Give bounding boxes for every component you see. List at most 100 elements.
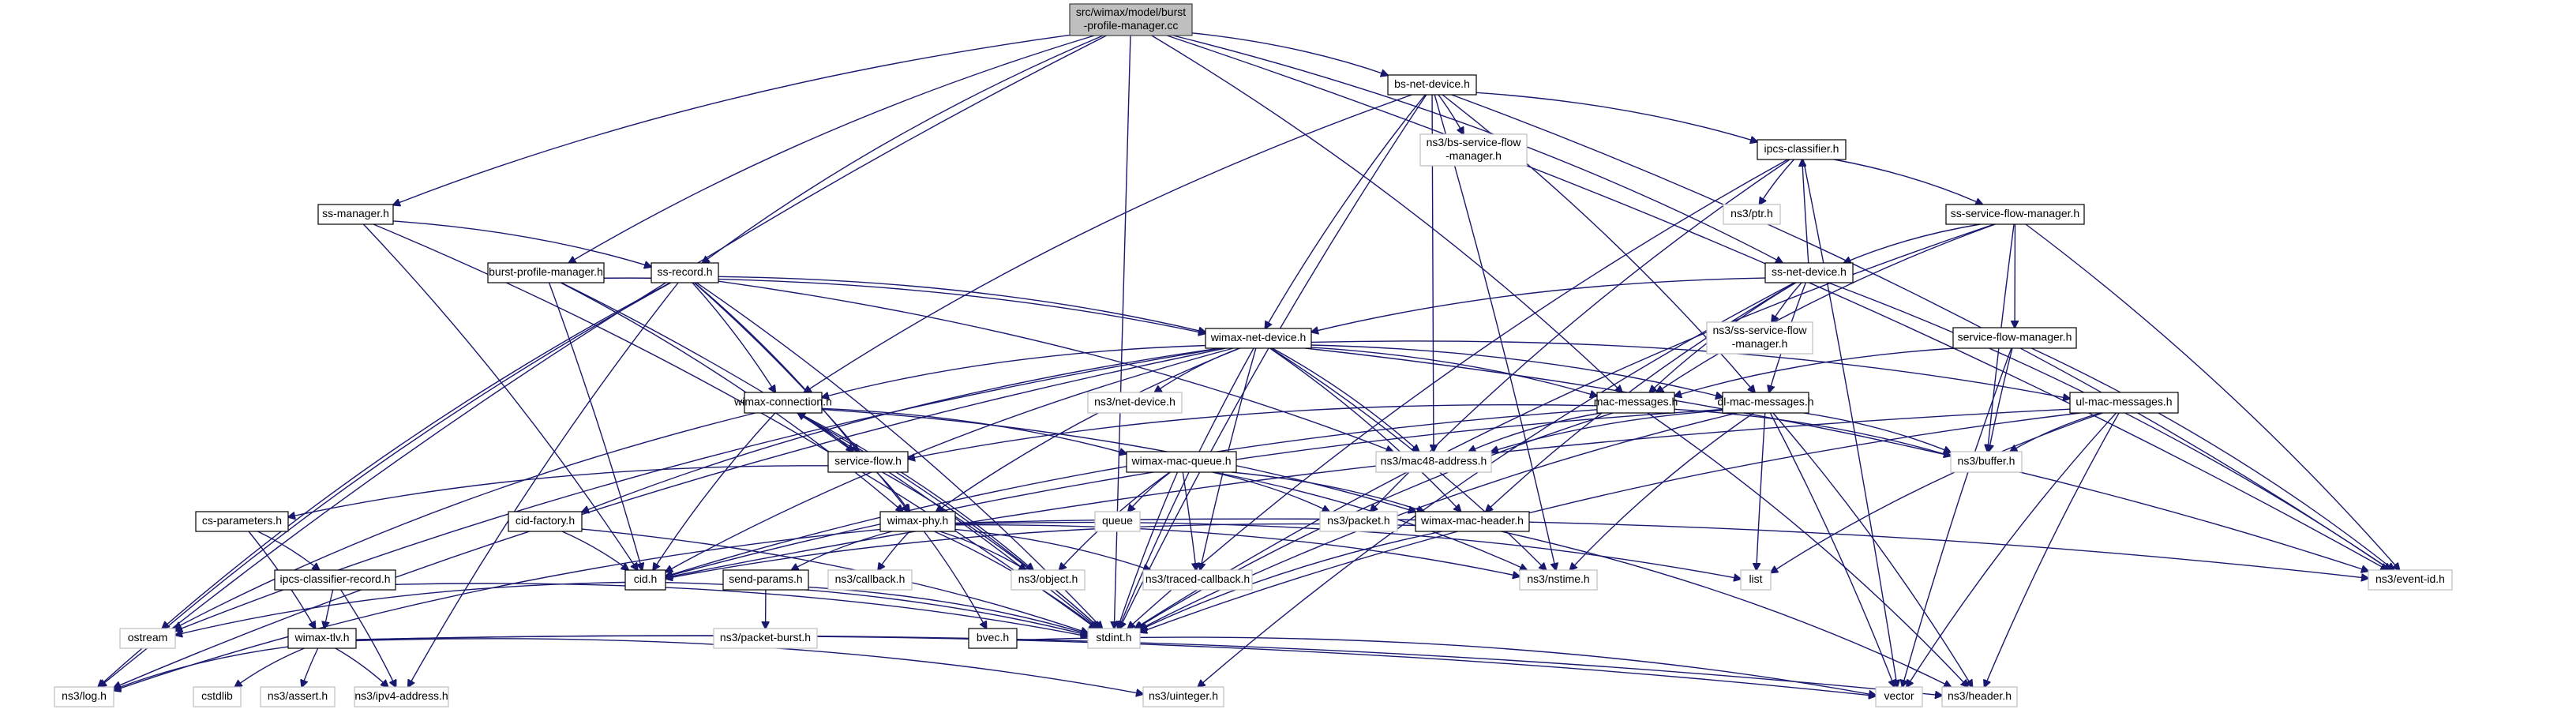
edge-cs-parameters-to-ipcs-classifier-record bbox=[257, 531, 319, 570]
node-service-flow[interactable]: service-flow.h bbox=[827, 451, 909, 473]
node-ss-sfm[interactable]: ss-service-flow-manager.h bbox=[1945, 204, 2085, 225]
node-traced-callback[interactable]: ns3/traced-callback.h bbox=[1142, 569, 1253, 591]
node-wimax-tlv[interactable]: wimax-tlv.h bbox=[287, 628, 357, 649]
edge-ipcs-classifier-to-ss-sfm bbox=[1834, 159, 1982, 205]
node-ss-record[interactable]: ss-record.h bbox=[651, 262, 719, 283]
node-label: vector bbox=[1884, 689, 1914, 702]
edge-service-flow-to-stdint bbox=[882, 471, 1101, 629]
node-queue[interactable]: queue bbox=[1094, 511, 1141, 532]
edge-ipcs-classifier-to-ptr bbox=[1760, 159, 1794, 205]
edge-ss-manager-to-ss-record bbox=[392, 220, 651, 267]
node-root[interactable]: src/wimax/model/burst-profile-manager.cc bbox=[1069, 3, 1193, 36]
node-bvec[interactable]: bvec.h bbox=[968, 628, 1018, 649]
node-box bbox=[1205, 328, 1312, 349]
node-service-flow-manager[interactable]: service-flow-manager.h bbox=[1952, 327, 2077, 349]
node-box bbox=[193, 686, 242, 707]
node-ipcs-classifier-record[interactable]: ipcs-classifier-record.h bbox=[274, 569, 396, 591]
node-box bbox=[508, 511, 583, 532]
node-mac48-address[interactable]: ns3/mac48-address.h bbox=[1375, 451, 1492, 473]
node-wimax-net-device[interactable]: wimax-net-device.h bbox=[1205, 328, 1312, 349]
node-ptr[interactable]: ns3/ptr.h bbox=[1723, 204, 1781, 225]
node-assert[interactable]: ns3/assert.h bbox=[260, 686, 336, 707]
edge-bs-net-device-to-event-id bbox=[1451, 94, 2391, 570]
node-cid-factory[interactable]: cid-factory.h bbox=[508, 511, 583, 532]
node-callback[interactable]: ns3/callback.h bbox=[827, 569, 913, 591]
edge-ss-record-to-wimax-connection bbox=[692, 282, 775, 392]
edge-ss-record-to-wimax-net-device bbox=[718, 276, 1206, 332]
node-box bbox=[968, 628, 1018, 649]
edge-dl-mac-messages-to-mac48-address bbox=[1491, 410, 1723, 452]
node-cid[interactable]: cid.h bbox=[624, 569, 666, 591]
node-ss-manager[interactable]: ss-manager.h bbox=[317, 204, 394, 225]
node-buffer[interactable]: ns3/buffer.h bbox=[1950, 451, 2023, 473]
node-packet-burst[interactable]: ns3/packet-burst.h bbox=[713, 628, 818, 649]
node-dl-mac-messages[interactable]: dl-mac-messages.h bbox=[1717, 392, 1814, 414]
node-box bbox=[1941, 686, 2018, 707]
edge-root-to-event-id bbox=[1166, 35, 2387, 570]
node-box bbox=[487, 262, 605, 283]
node-packet[interactable]: ns3/packet.h bbox=[1319, 511, 1398, 532]
edge-ss-sfm-to-ss-net-device bbox=[1844, 223, 1981, 263]
edge-ss-record-to-ipv4-address bbox=[408, 282, 679, 687]
node-label: queue bbox=[1102, 514, 1133, 527]
node-box bbox=[1094, 511, 1141, 532]
edge-burst-profile-manager-to-cid bbox=[548, 282, 643, 570]
node-net-device[interactable]: ns3/net-device.h bbox=[1087, 392, 1183, 414]
edge-wimax-net-device-to-mac48-address bbox=[1272, 347, 1419, 452]
node-uinteger[interactable]: ns3/uinteger.h bbox=[1142, 686, 1224, 707]
edge-cid-factory-to-cid bbox=[561, 531, 628, 570]
node-list[interactable]: list bbox=[1740, 569, 1772, 591]
edge-wimax-mac-queue-to-wimax-mac-header bbox=[1231, 471, 1424, 512]
node-cs-parameters[interactable]: cs-parameters.h bbox=[195, 511, 289, 532]
node-wimax-mac-queue[interactable]: wimax-mac-queue.h bbox=[1126, 451, 1237, 473]
node-burst-profile-manager[interactable]: burst-profile-manager.h bbox=[487, 262, 605, 283]
node-bs-sfm[interactable]: ns3/bs-service-flow-manager.h bbox=[1419, 133, 1528, 167]
edge-mac-messages-to-header bbox=[1647, 412, 1968, 687]
node-header[interactable]: ns3/header.h bbox=[1941, 686, 2018, 707]
node-event-id[interactable]: ns3/event-id.h bbox=[2368, 569, 2453, 591]
edge-ss-net-device-to-event-id bbox=[1828, 282, 2391, 570]
node-wimax-phy[interactable]: wimax-phy.h bbox=[879, 511, 956, 532]
node-cstdlib[interactable]: cstdlib bbox=[193, 686, 242, 707]
node-ul-mac-messages[interactable]: ul-mac-messages.h bbox=[2069, 392, 2179, 414]
edge-wimax-net-device-to-net-device bbox=[1154, 347, 1240, 392]
node-box bbox=[1950, 451, 2023, 473]
node-label: ns3/buffer.h bbox=[1958, 455, 2015, 467]
edge-wimax-phy-to-traced-callback bbox=[954, 528, 1150, 570]
node-box bbox=[1519, 569, 1598, 591]
node-box bbox=[624, 569, 666, 591]
node-object[interactable]: ns3/object.h bbox=[1011, 569, 1086, 591]
edge-wimax-phy-to-object bbox=[939, 531, 1026, 570]
edge-mac-messages-to-buffer bbox=[1674, 408, 1951, 456]
node-stdint[interactable]: stdint.h bbox=[1087, 628, 1141, 649]
edge-wimax-tlv-to-ipv4-address bbox=[335, 647, 388, 687]
node-label: ipcs-classifier.h bbox=[1764, 142, 1839, 155]
node-log[interactable]: ns3/log.h bbox=[54, 686, 114, 707]
node-box bbox=[317, 204, 394, 225]
node-wimax-connection[interactable]: wimax-connection.h bbox=[733, 392, 832, 414]
edge-wimax-net-device-to-cid-factory bbox=[582, 347, 1221, 512]
edge-ul-mac-messages-to-list bbox=[1771, 412, 2103, 572]
node-label: stdint.h bbox=[1096, 631, 1131, 644]
node-nstime[interactable]: ns3/nstime.h bbox=[1519, 569, 1598, 591]
node-label: ns3/ss-service-flow bbox=[1712, 324, 1807, 336]
node-label: ss-net-device.h bbox=[1772, 265, 1847, 278]
edge-wimax-mac-header-to-stdint bbox=[1140, 531, 1442, 630]
edge-wimax-net-device-to-wimax-connection bbox=[822, 344, 1206, 398]
node-mac-messages[interactable]: mac-messages.h bbox=[1594, 392, 1678, 414]
node-send-params[interactable]: send-params.h bbox=[722, 569, 809, 591]
edge-wimax-phy-to-nstime bbox=[954, 523, 1520, 576]
node-ns3-ss-sfm[interactable]: ns3/ss-service-flow-manager.h bbox=[1706, 321, 1813, 355]
edge-burst-profile-manager-to-wimax-phy bbox=[560, 282, 903, 512]
node-ss-net-device[interactable]: ss-net-device.h bbox=[1764, 262, 1854, 283]
node-box bbox=[1596, 392, 1675, 414]
node-wimax-mac-header[interactable]: wimax-mac-header.h bbox=[1415, 511, 1530, 532]
node-ostream[interactable]: ostream bbox=[119, 628, 176, 649]
edge-ul-mac-messages-to-buffer bbox=[2010, 412, 2101, 452]
node-bs-net-device[interactable]: bs-net-device.h bbox=[1387, 74, 1477, 96]
edge-wimax-mac-queue-to-queue bbox=[1128, 471, 1171, 512]
node-ipcs-classifier[interactable]: ipcs-classifier.h bbox=[1757, 139, 1847, 160]
edge-burst-profile-manager-to-wimax-net-device bbox=[603, 277, 1206, 333]
node-ipv4-address[interactable]: ns3/ipv4-address.h bbox=[354, 686, 449, 707]
node-vector[interactable]: vector bbox=[1875, 686, 1923, 707]
